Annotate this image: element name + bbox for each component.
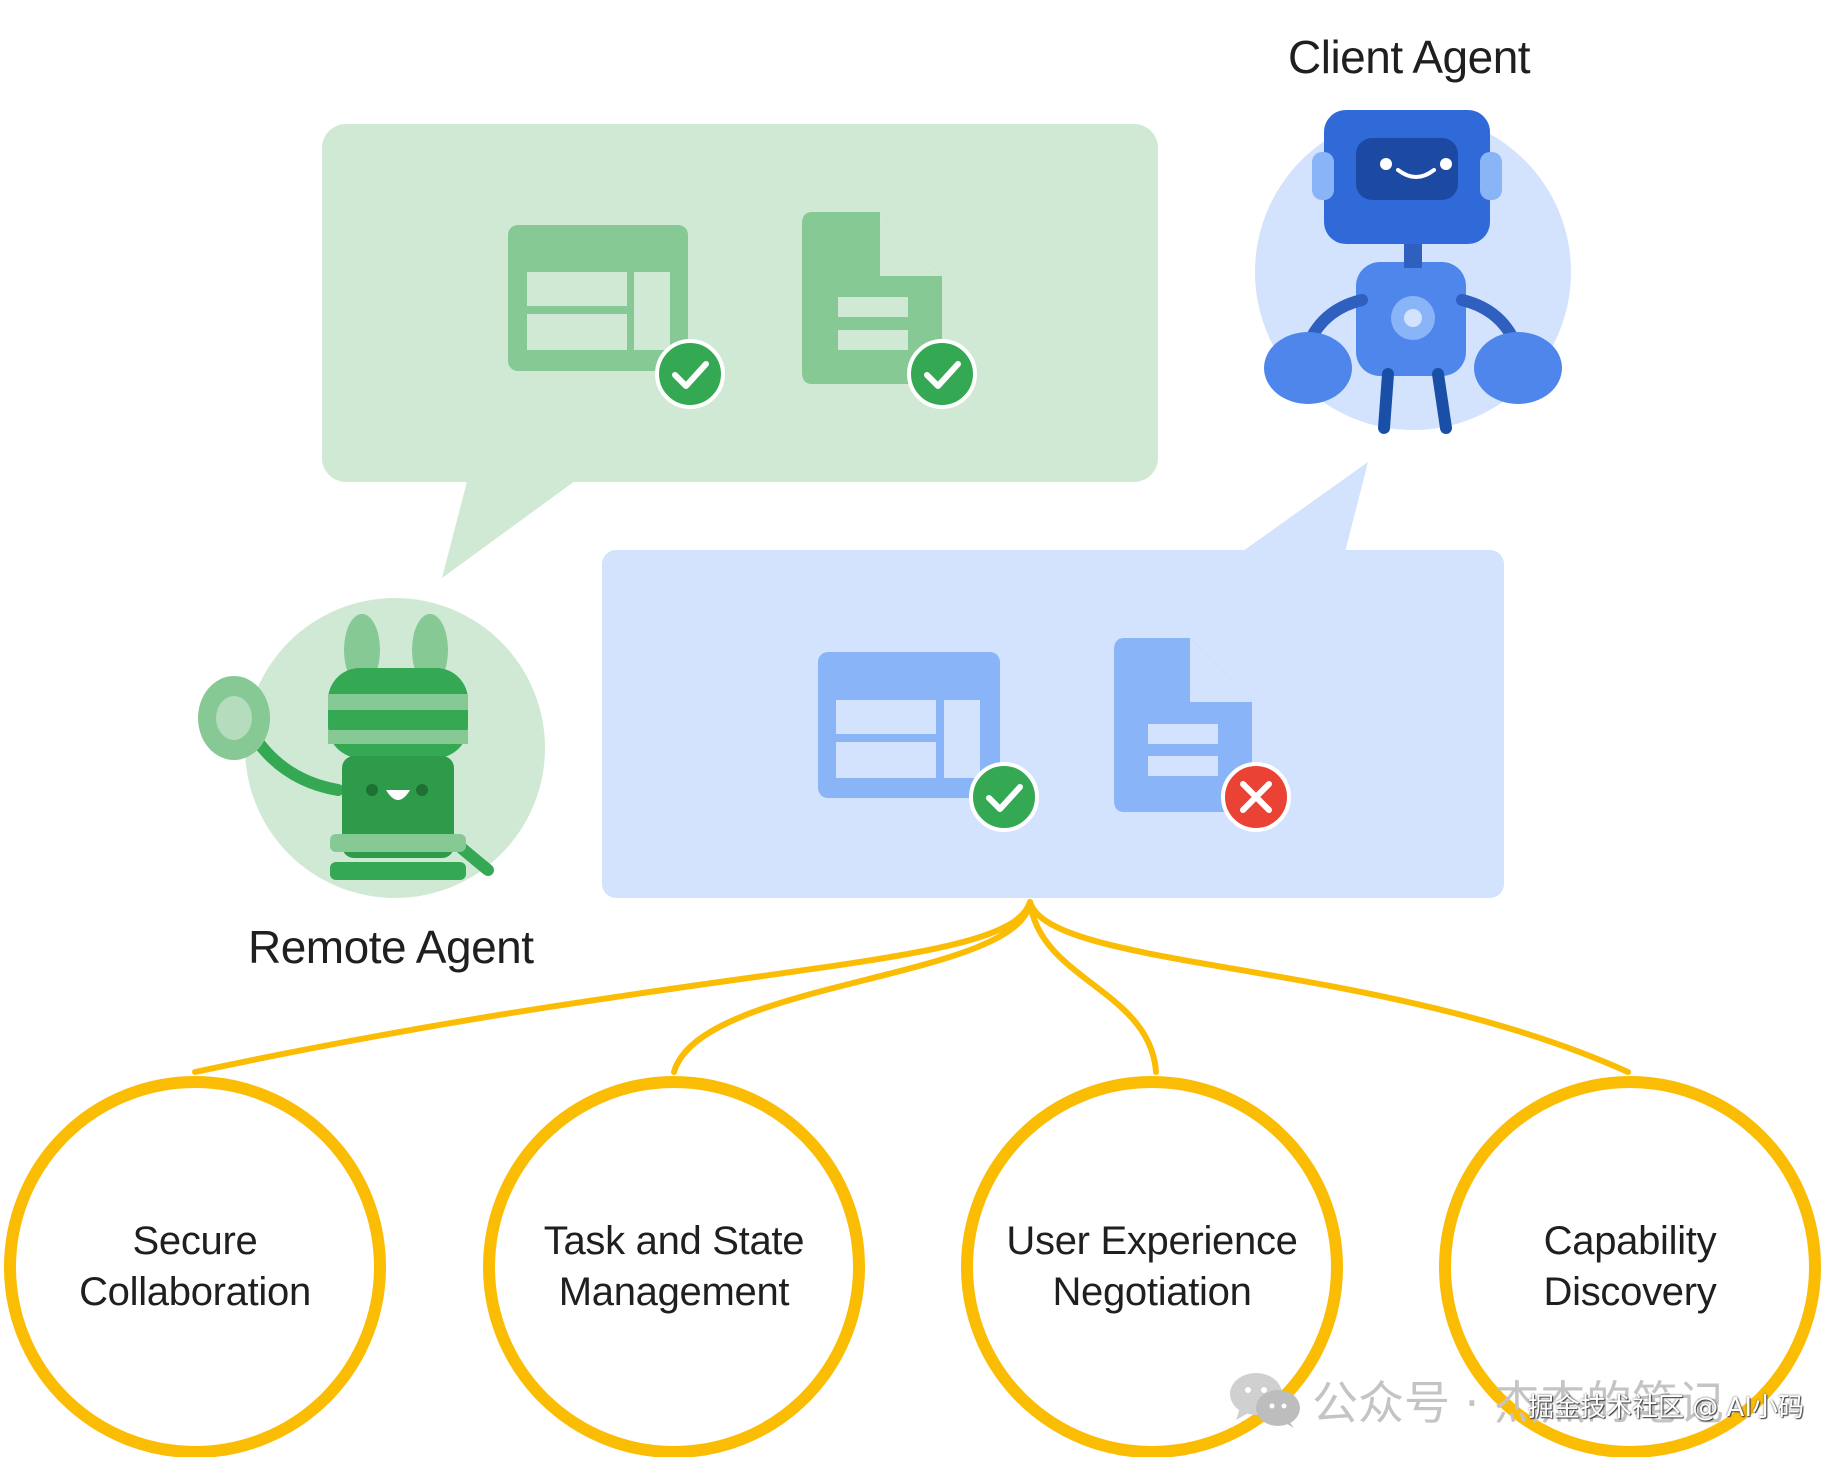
accepted-check-icon (969, 762, 1039, 832)
accepted-check-icon (907, 339, 977, 409)
capability-line: User Experience (1006, 1219, 1298, 1263)
capability-connectors (192, 899, 1631, 1075)
client-agent-message-bubble (602, 462, 1504, 898)
capability-line: Negotiation (1052, 1270, 1252, 1314)
capability-line: Task and State (543, 1219, 805, 1263)
remote-agent-avatar (198, 598, 545, 898)
capability-ux-negotiation: User Experience Negotiation (987, 1216, 1317, 1318)
capability-task-state-management: Task and State Management (509, 1216, 839, 1318)
spreadsheet-icon (818, 652, 1000, 798)
wechat-logo-icon (1230, 1373, 1300, 1428)
capability-line: Management (558, 1270, 790, 1314)
accepted-check-icon (655, 339, 725, 409)
watermark-account: 公众号 · 杰杰的笔记 (1312, 1376, 1724, 1430)
document-icon (1114, 638, 1252, 812)
capability-circle-task-state (483, 1076, 865, 1457)
capability-line: Collaboration (79, 1270, 311, 1314)
remote-agent-label: Remote Agent (248, 921, 534, 973)
capability-circles (4, 1076, 1821, 1457)
client-agent-avatar (1255, 110, 1571, 434)
capability-secure-collaboration: Secure Collaboration (30, 1216, 360, 1318)
spreadsheet-icon (508, 225, 688, 371)
capability-line: Secure (132, 1219, 258, 1263)
remote-agent-message-bubble (322, 124, 1158, 578)
capability-line: Capability (1543, 1219, 1717, 1263)
capability-discovery: Capability Discovery (1465, 1216, 1795, 1318)
client-agent-label: Client Agent (1288, 31, 1531, 83)
capability-circle-secure-collaboration (4, 1076, 386, 1457)
watermark-author: 掘金技术社区 @ AI小码 (1528, 1393, 1804, 1423)
rejected-x-icon (1221, 762, 1291, 832)
capability-circle-ux-negotiation (961, 1076, 1343, 1457)
capability-circle-capability-discovery (1439, 1076, 1821, 1457)
capability-line: Discovery (1543, 1270, 1717, 1314)
document-icon (802, 212, 942, 384)
